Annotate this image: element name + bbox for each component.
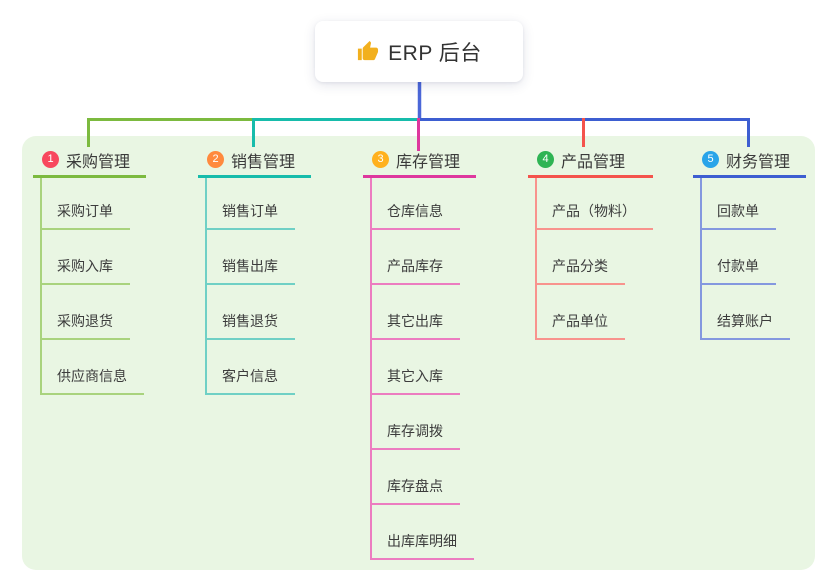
branch-heading[interactable]: 3 库存管理 bbox=[363, 150, 477, 178]
child-row: 产品单位 bbox=[537, 285, 653, 340]
child-row: 产品分类 bbox=[537, 230, 653, 285]
child-item[interactable]: 销售订单 bbox=[207, 203, 295, 230]
root-node[interactable]: ERP 后台 bbox=[315, 21, 523, 82]
child-row: 产品（物料） bbox=[537, 178, 653, 230]
child-item[interactable]: 采购入库 bbox=[42, 258, 130, 285]
branch-label: 财务管理 bbox=[726, 153, 791, 171]
child-row: 采购入库 bbox=[42, 230, 146, 285]
child-item[interactable]: 出库库明细 bbox=[372, 533, 474, 560]
branch-label: 销售管理 bbox=[231, 153, 296, 171]
branch-column-3: 3 库存管理仓库信息产品库存其它出库其它入库库存调拨库存盘点出库库明细 bbox=[363, 150, 477, 560]
child-row: 库存盘点 bbox=[372, 450, 476, 505]
child-row: 销售出库 bbox=[207, 230, 311, 285]
branch-number-badge: 2 bbox=[207, 151, 224, 168]
branch-heading[interactable]: 4 产品管理 bbox=[528, 150, 653, 178]
branch-children: 仓库信息产品库存其它出库其它入库库存调拨库存盘点出库库明细 bbox=[370, 178, 476, 560]
child-item[interactable]: 产品分类 bbox=[537, 258, 625, 285]
child-row: 产品库存 bbox=[372, 230, 476, 285]
branch-column-5: 5 财务管理回款单付款单结算账户 bbox=[693, 150, 807, 340]
branch-column-1: 1 采购管理采购订单采购入库采购退货供应商信息 bbox=[33, 150, 147, 395]
child-row: 销售订单 bbox=[207, 178, 311, 230]
child-row: 销售退货 bbox=[207, 285, 311, 340]
branch-label: 采购管理 bbox=[66, 153, 131, 171]
branch-label: 产品管理 bbox=[561, 153, 626, 171]
child-row: 回款单 bbox=[702, 178, 806, 230]
child-item[interactable]: 产品（物料） bbox=[537, 203, 653, 230]
child-item[interactable]: 仓库信息 bbox=[372, 203, 460, 230]
branch-children: 回款单付款单结算账户 bbox=[700, 178, 806, 340]
child-item[interactable]: 结算账户 bbox=[702, 313, 790, 340]
child-item[interactable]: 供应商信息 bbox=[42, 368, 144, 395]
child-row: 仓库信息 bbox=[372, 178, 476, 230]
branch-heading[interactable]: 2 销售管理 bbox=[198, 150, 312, 178]
child-row: 采购订单 bbox=[42, 178, 146, 230]
child-item[interactable]: 客户信息 bbox=[207, 368, 295, 395]
child-item[interactable]: 采购退货 bbox=[42, 313, 130, 340]
child-item[interactable]: 销售退货 bbox=[207, 313, 295, 340]
child-item[interactable]: 采购订单 bbox=[42, 203, 130, 230]
root-title: ERP 后台 bbox=[388, 41, 482, 65]
child-item[interactable]: 付款单 bbox=[702, 258, 776, 285]
branch-children: 产品（物料） 产品分类产品单位 bbox=[535, 178, 653, 340]
branch-children: 采购订单采购入库采购退货供应商信息 bbox=[40, 178, 146, 395]
branch-number-badge: 5 bbox=[702, 151, 719, 168]
branch-number-badge: 4 bbox=[537, 151, 554, 168]
child-item[interactable]: 其它出库 bbox=[372, 313, 460, 340]
child-item[interactable]: 库存盘点 bbox=[372, 478, 460, 505]
branch-number-badge: 1 bbox=[42, 151, 59, 168]
child-row: 客户信息 bbox=[207, 340, 311, 395]
child-item[interactable]: 库存调拨 bbox=[372, 423, 460, 450]
child-row: 其它出库 bbox=[372, 285, 476, 340]
child-row: 其它入库 bbox=[372, 340, 476, 395]
child-row: 库存调拨 bbox=[372, 395, 476, 450]
child-row: 供应商信息 bbox=[42, 340, 146, 395]
child-item[interactable]: 产品库存 bbox=[372, 258, 460, 285]
child-row: 采购退货 bbox=[42, 285, 146, 340]
thumbs-up-icon bbox=[358, 40, 379, 61]
branch-children: 销售订单销售出库销售退货客户信息 bbox=[205, 178, 311, 395]
branch-column-4: 4 产品管理产品（物料） 产品分类产品单位 bbox=[528, 150, 653, 340]
mindmap-panel bbox=[22, 136, 815, 570]
child-item[interactable]: 销售出库 bbox=[207, 258, 295, 285]
child-item[interactable]: 其它入库 bbox=[372, 368, 460, 395]
child-row: 付款单 bbox=[702, 230, 806, 285]
branch-heading[interactable]: 1 采购管理 bbox=[33, 150, 147, 178]
child-row: 结算账户 bbox=[702, 285, 806, 340]
child-item[interactable]: 产品单位 bbox=[537, 313, 625, 340]
branch-heading[interactable]: 5 财务管理 bbox=[693, 150, 807, 178]
child-item[interactable]: 回款单 bbox=[702, 203, 776, 230]
child-row: 出库库明细 bbox=[372, 505, 476, 560]
branch-number-badge: 3 bbox=[372, 151, 389, 168]
branch-label: 库存管理 bbox=[396, 153, 461, 171]
branch-column-2: 2 销售管理销售订单销售出库销售退货客户信息 bbox=[198, 150, 312, 395]
